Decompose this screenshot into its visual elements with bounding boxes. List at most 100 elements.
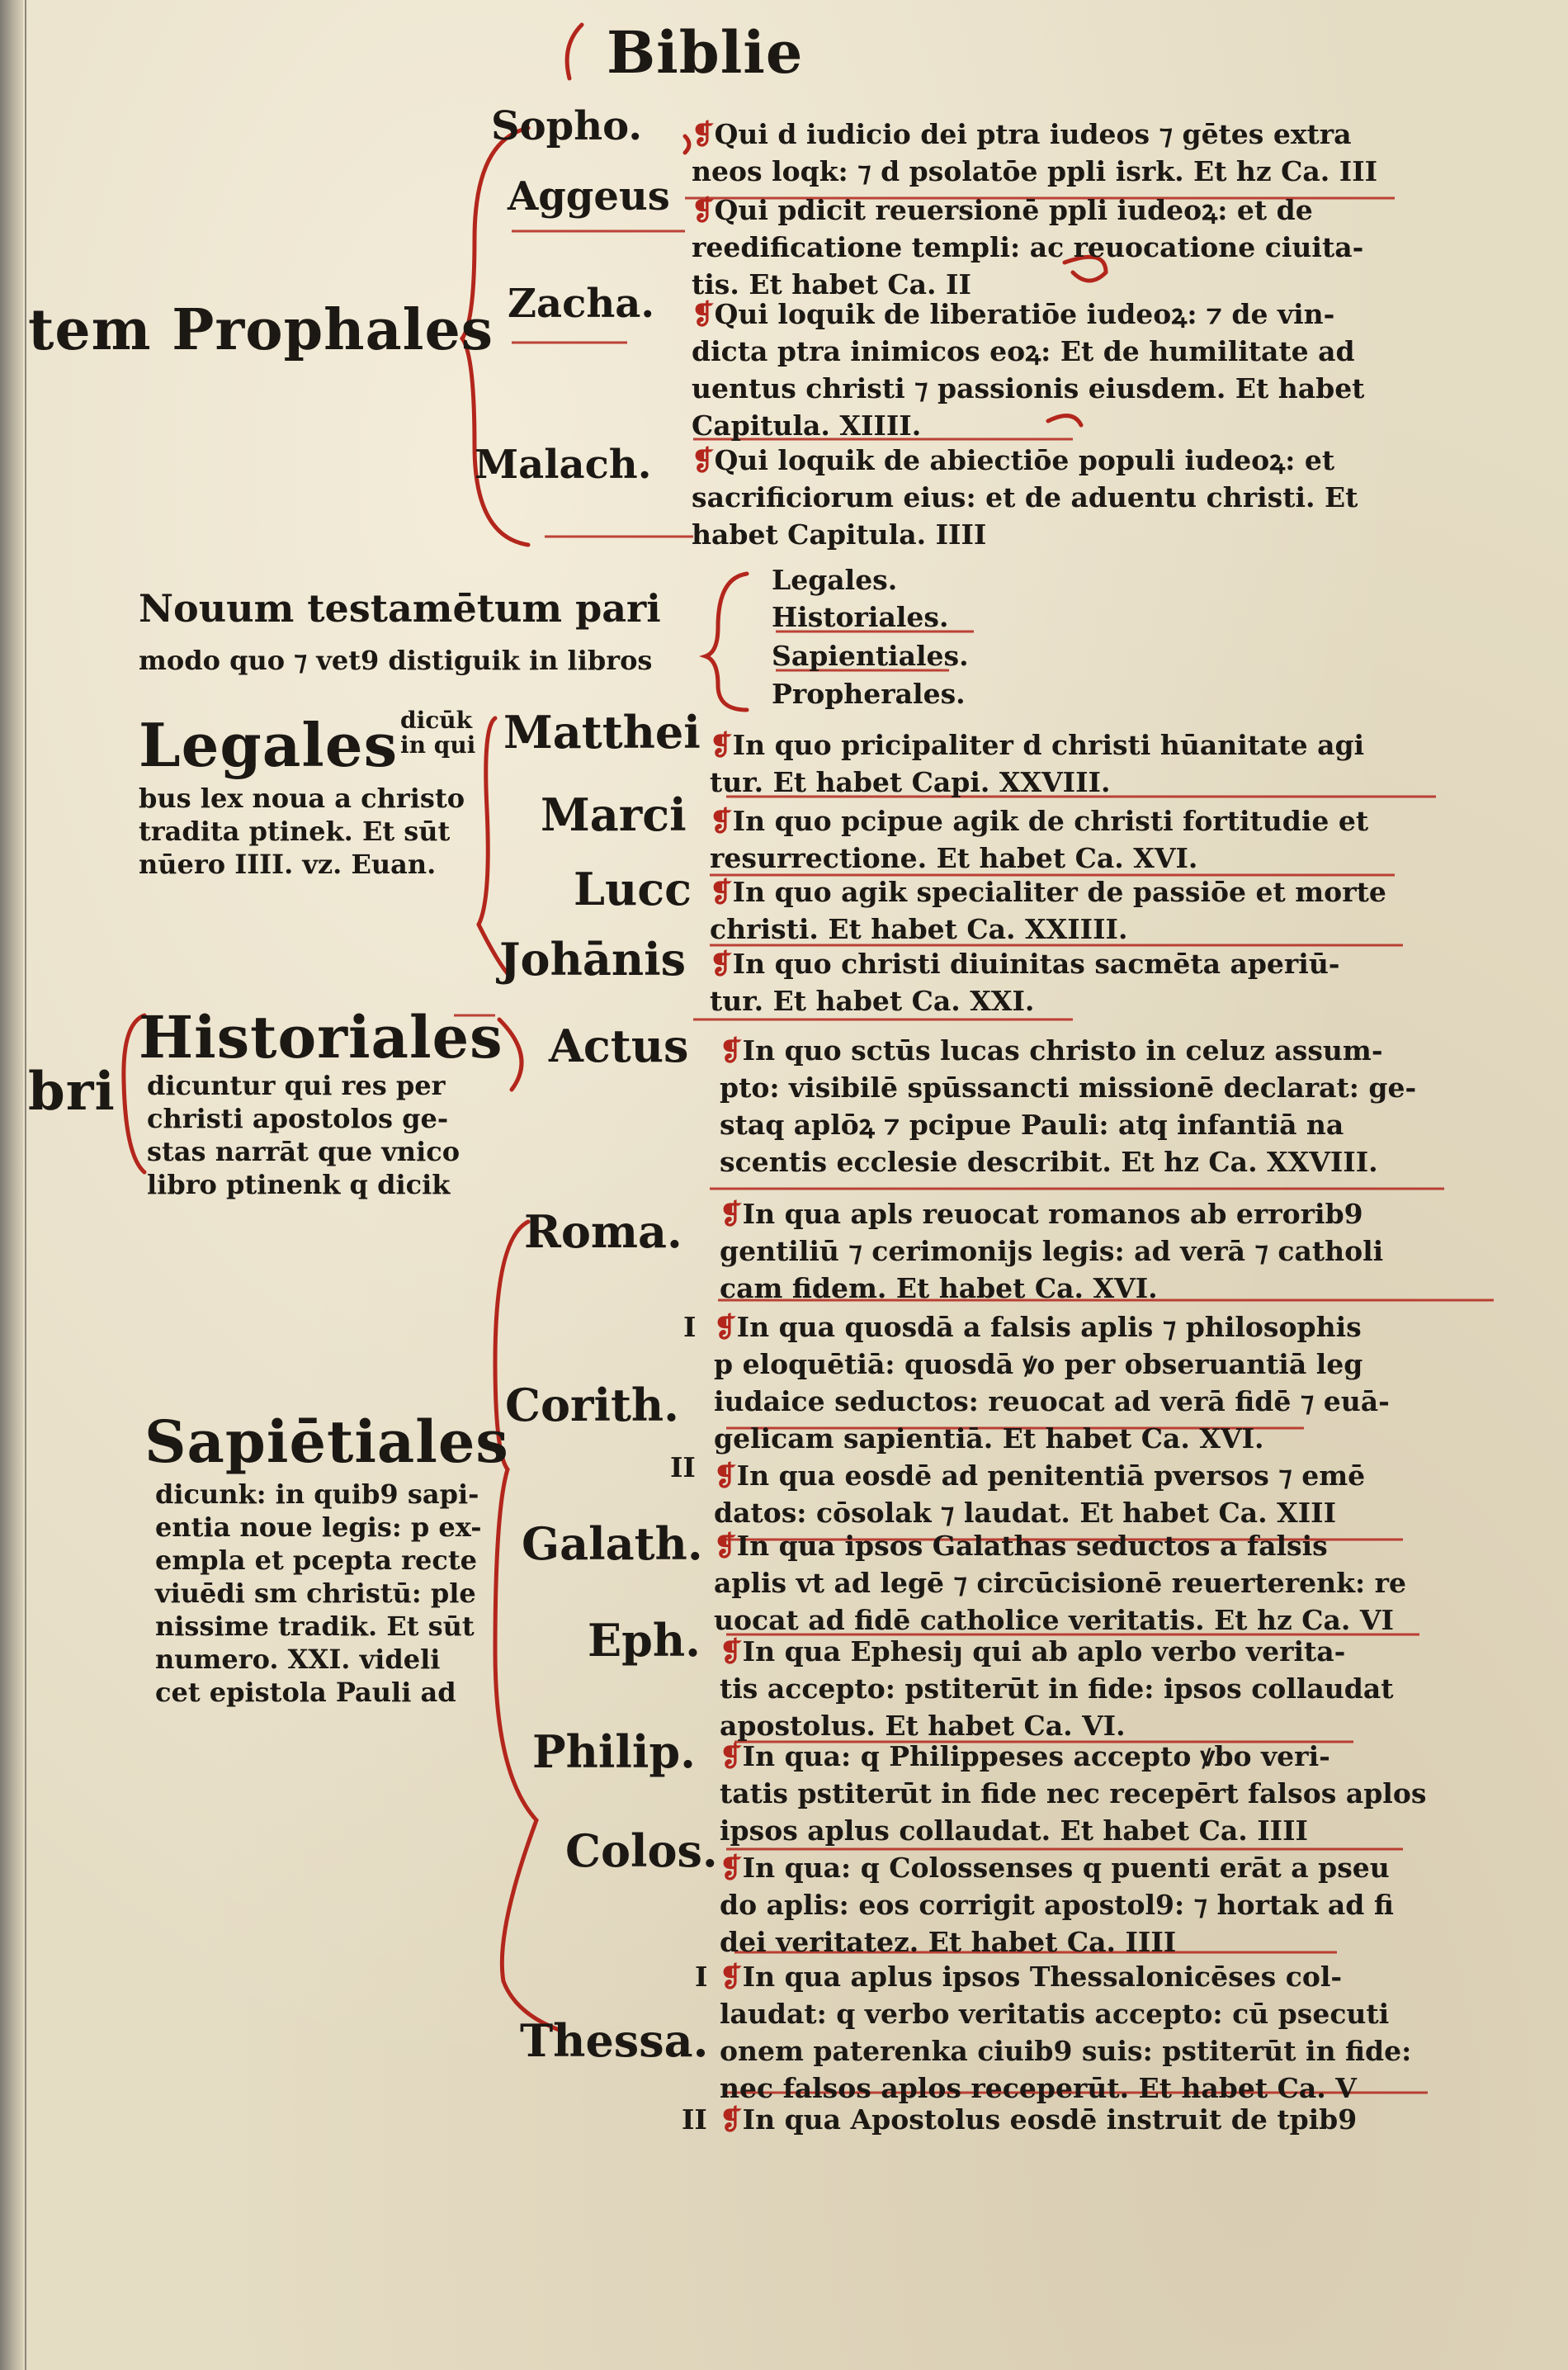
legales-desc-1: bus lex noua a christo: [139, 783, 465, 814]
historiales-desc-3: stas narrāt que vnico: [147, 1136, 460, 1167]
historiales-heading: Historiales: [139, 1003, 503, 1071]
sapientiales-desc-6: numero. XXI. videli: [155, 1644, 441, 1675]
entry-philip-2: tatis pstiterūt in fide nec recepērt fal…: [720, 1777, 1427, 1809]
entry-thessa2-1: ❡In qua Apostolus eosdē instruit de tpib…: [720, 2103, 1358, 2136]
historiales-desc-1: dicuntur qui res per: [147, 1070, 446, 1101]
entry-philip-3: ipsos aplus collaudat. Et habet Ca. IIII: [720, 1814, 1308, 1847]
book-roma: Roma.: [524, 1205, 682, 1258]
sapientiales-desc-4: viuēdi sm christū: ple: [155, 1578, 476, 1609]
entry-actus-3: staq aplōꝝ ⁊ pcipue Pauli: atq infantiā …: [720, 1109, 1344, 1141]
entry-actus-1: ❡In quo sctūs lucas christo in celuz ass…: [720, 1034, 1383, 1067]
division-historiales: Historiales.: [772, 601, 949, 633]
historiales-side-label: bri: [28, 1061, 116, 1123]
entry-johanis-2: tur. Et habet Ca. XXI.: [710, 985, 1035, 1017]
page-title: Biblie: [607, 18, 804, 87]
entry-philip-1: ❡In qua: q Philippeses accepto ꝟbo veri-: [720, 1740, 1330, 1772]
book-corith: Corith.: [505, 1379, 679, 1431]
division-propherales: Propherales.: [772, 678, 966, 710]
legales-desc-top-1: dicūk: [400, 707, 473, 734]
historiales-desc-2: christi apostolos ge-: [147, 1103, 449, 1134]
entry-marci-2: resurrectione. Et habet Ca. XVI.: [710, 842, 1198, 874]
entry-corith1-3: iudaice seductos: reuocat ad verā fidē ⁊…: [714, 1385, 1390, 1417]
entry-zacha-1: ❡Qui loquik de liberatiōe iudeoꝝ: ⁊ de v…: [692, 298, 1335, 330]
entry-roma-2: gentiliū ⁊ cerimonijs legis: ad verā ⁊ c…: [720, 1235, 1384, 1267]
entry-lucc-1: ❡In quo agik specialiter de passiōe et m…: [710, 876, 1386, 908]
division-sapientiales: Sapientiales.: [772, 640, 969, 672]
entry-corith1-4: gelicam sapientiā. Et habet Ca. XVI.: [714, 1422, 1264, 1455]
nouum-line-1: Nouum testamētum pari: [139, 586, 661, 631]
sapientiales-heading: Sapiētiales: [144, 1407, 509, 1476]
legales-heading: Legales: [139, 710, 399, 780]
book-matthei: Matthei: [503, 706, 701, 759]
entry-aggeus-1: ❡Qui pdicit reuersionē ppli iudeoꝝ: et d…: [692, 194, 1313, 226]
sapientiales-desc-5: nissime tradik. Et sūt: [155, 1611, 475, 1642]
nouum-line-2: modo quo ⁊ vet9 distiguik in libros: [139, 645, 653, 676]
entry-johanis-1: ❡In quo christi diuinitas sacmēta aperiū…: [710, 948, 1340, 980]
division-legales: Legales.: [772, 564, 898, 596]
entry-colos-1: ❡In qua: q Colossenses q puenti erāt a p…: [720, 1852, 1390, 1884]
book-thessa: Thessa.: [520, 2014, 709, 2067]
entry-colos-3: dei veritatez. Et habet Ca. IIII: [720, 1926, 1177, 1958]
book-philip: Philip.: [532, 1725, 696, 1778]
entry-eph-3: apostolus. Et habet Ca. VI.: [720, 1710, 1126, 1742]
book-eph: Eph.: [588, 1614, 701, 1667]
entry-eph-1: ❡In qua Ephesiȷ qui ab aplo verbo verita…: [720, 1635, 1346, 1668]
legales-desc-2: tradita ptinek. Et sūt: [139, 816, 451, 847]
entry-thessa1-4: nec falsos aplos receperūt. Et habet Ca.…: [720, 2072, 1357, 2104]
entry-galath-3: uocat ad fidē catholice veritatis. Et hz…: [714, 1604, 1394, 1636]
legales-desc-top-2: in qui: [400, 731, 476, 759]
book-marci: Marci: [541, 788, 687, 841]
historiales-desc-4: libro ptinenk q dicik: [147, 1169, 451, 1200]
num-corith-2: II: [670, 1451, 696, 1483]
entry-zacha-3: uentus christi ⁊ passionis eiusdem. Et h…: [692, 372, 1365, 404]
book-colos: Colos.: [565, 1824, 718, 1877]
entry-roma-3: cam fidem. Et habet Ca. XVI.: [720, 1272, 1158, 1304]
entry-galath-1: ❡In qua ipsos Galathas seductos a falsis: [714, 1530, 1328, 1562]
entry-eph-2: tis accepto: pstiterūt in fide: ipsos co…: [720, 1672, 1394, 1705]
gutter-fold-line: [25, 0, 26, 2370]
entry-thessa1-3: onem paterenka ciuib9 suis: pstiterūt in…: [720, 2035, 1412, 2067]
entry-aggeus-2: reedificatione templi: ac reuocatione ci…: [692, 231, 1364, 263]
legales-desc-3: nūero IIII. vz. Euan.: [139, 849, 437, 880]
sapientiales-desc-3: empla et pcepta recte: [155, 1545, 477, 1576]
entry-corith2-2: datos: cōsolak ⁊ laudat. Et habet Ca. XI…: [714, 1497, 1337, 1529]
entry-malach-1: ❡Qui loquik de abiectiōe populi iudeoꝝ: …: [692, 444, 1335, 476]
book-johanis: Johānis: [499, 933, 686, 986]
entry-lucc-2: christi. Et habet Ca. XXIIII.: [710, 913, 1128, 945]
book-aggeus: Aggeus: [508, 173, 670, 220]
num-thessa-2: II: [682, 2103, 707, 2136]
num-thessa-1: I: [695, 1961, 708, 1993]
entry-thessa1-1: ❡In qua aplus ipsos Thessalonicēses col-: [720, 1961, 1343, 1993]
book-zacha: Zacha.: [508, 281, 655, 327]
entry-matthei-1: ❡In quo pricipaliter d christi hūanitate…: [710, 729, 1365, 761]
entry-sopho-1: ❡Qui d iudicio dei ptra iudeos ⁊ gētes e…: [692, 118, 1352, 150]
entry-sopho-2: neos loqk: ⁊ d psolatōe ppli isrk. Et hz…: [692, 155, 1378, 187]
sapientiales-desc-1: dicunk: in quib9 sapi-: [155, 1478, 479, 1510]
book-galath: Galath.: [522, 1517, 703, 1570]
num-corith-1: I: [683, 1311, 697, 1343]
page-gutter: [0, 0, 23, 2370]
book-lucc: Lucc: [574, 863, 692, 915]
prophetae-heading: tem Prophales: [28, 297, 494, 363]
entry-zacha-2: dicta ptra inimicos eoꝝ: Et de humilitat…: [692, 335, 1355, 367]
entry-matthei-2: tur. Et habet Capi. XXVIII.: [710, 766, 1111, 798]
entry-corith1-1: ❡In qua quosdā a falsis aplis ⁊ philosop…: [714, 1311, 1362, 1343]
entry-galath-2: aplis vt ad legē ⁊ circūcisionē reuerter…: [714, 1567, 1407, 1599]
entry-actus-2: pto: visibilē spūssancti missionē declar…: [720, 1071, 1417, 1104]
entry-marci-1: ❡In quo pcipue agik de christi fortitudi…: [710, 805, 1369, 837]
book-sopho: Sopho.: [491, 103, 643, 149]
entry-roma-1: ❡In qua apls reuocat romanos ab errorib9: [720, 1198, 1363, 1230]
book-actus: Actus: [549, 1019, 689, 1072]
entry-corith1-2: p eloquētiā: quosdā ꝟo per obseruantiā l…: [714, 1348, 1363, 1380]
entry-corith2-1: ❡In qua eosdē ad penitentiā pversos ⁊ em…: [714, 1459, 1366, 1492]
entry-zacha-4: Capitula. XIIII.: [692, 409, 922, 442]
entry-thessa1-2: laudat: q verbo veritatis accepto: cū ps…: [720, 1998, 1390, 2030]
book-malach: Malach.: [475, 442, 652, 488]
sapientiales-desc-7: cet epistola Pauli ad: [155, 1677, 456, 1708]
entry-colos-2: do aplis: eos corrigit apostol9: ⁊ horta…: [720, 1889, 1394, 1921]
sapientiales-desc-2: entia noue legis: p ex-: [155, 1511, 482, 1543]
entry-malach-3: habet Capitula. IIII: [692, 518, 987, 551]
entry-malach-2: sacrificiorum eius: et de aduentu christ…: [692, 481, 1358, 513]
entry-aggeus-3: tis. Et habet Ca. II: [692, 268, 971, 300]
